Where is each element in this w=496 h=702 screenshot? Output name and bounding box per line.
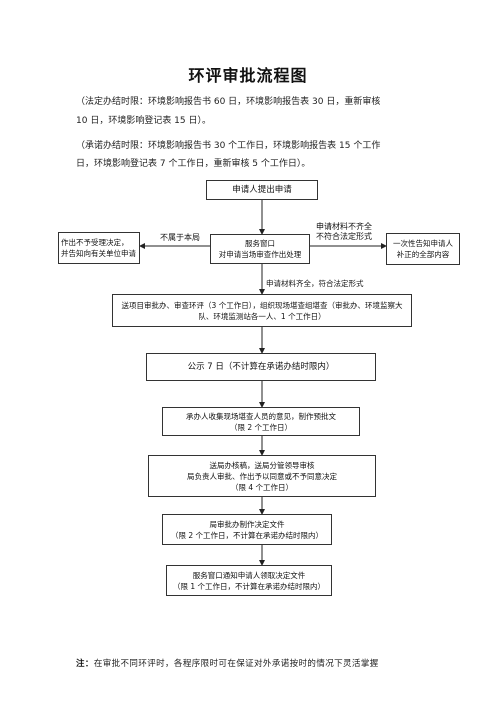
- label-incomplete-1: 申请材料不齐全: [316, 222, 372, 231]
- label-incomplete-2: 不符合法定形式: [316, 232, 372, 241]
- node-document: 局审批办制作决定文件 （限 2 个工作日，不计算在承诺办结时限内）: [162, 514, 332, 545]
- intro-line-3: （承诺办结时限：环境影响报告书 30 个工作日，环境影响报告表 15 个工作: [76, 141, 381, 151]
- intro-line-4: 日，环境影响登记表 7 个工作日，重新审核 5 个工作日）。: [76, 159, 311, 169]
- node-apply: 申请人提出申请: [206, 180, 318, 200]
- footnote-prefix: 注：: [76, 659, 94, 669]
- node-review: 送项目审批办、审查环评（3 个工作日），组织现场堪查组堪查（审批办、环境监察大 …: [112, 294, 412, 327]
- node-publicity: 公示 7 日（不计算在承诺办结时限内）: [146, 353, 376, 381]
- footnote-text: 在审批不同环评时，各程序限时可在保证对外承诺按时的情况下灵活掌握: [93, 659, 379, 669]
- intro-line-2: 10 日，环境影响登记表 15 日）。: [76, 116, 211, 126]
- node-draft: 承办人收集现场堪查人员的意见，制作预批文 （限 2 个工作日）: [162, 407, 360, 436]
- node-reject: 作出不予受理决定， 并告知向有关单位申请: [58, 232, 140, 264]
- node-approve: 送局办核稿，送局分管领导审核 局负责人审批、作出予以同意或不予同意决定 （限 4…: [148, 455, 376, 497]
- label-complete: 申请材料齐全，符合法定形式: [266, 279, 364, 288]
- node-window: 服务窗口 对申请当场审查作出处理: [210, 234, 310, 264]
- node-correct: 一次性告知申请人 补正的全部内容: [386, 233, 460, 265]
- intro-line-1: （法定办结时限：环境影响报告书 60 日，环境影响报告表 30 日，重新审核: [76, 97, 381, 107]
- footnote: 注：在审批不同环评时，各程序限时可在保证对外承诺按时的情况下灵活掌握: [76, 657, 379, 669]
- node-notify: 服务窗口通知申请人领取决定文件 （限 1 个工作日，不计算在承诺办结时限内）: [166, 565, 332, 596]
- page-title: 环评审批流程图: [188, 66, 308, 85]
- label-not-ours: 不属于本局: [160, 233, 200, 242]
